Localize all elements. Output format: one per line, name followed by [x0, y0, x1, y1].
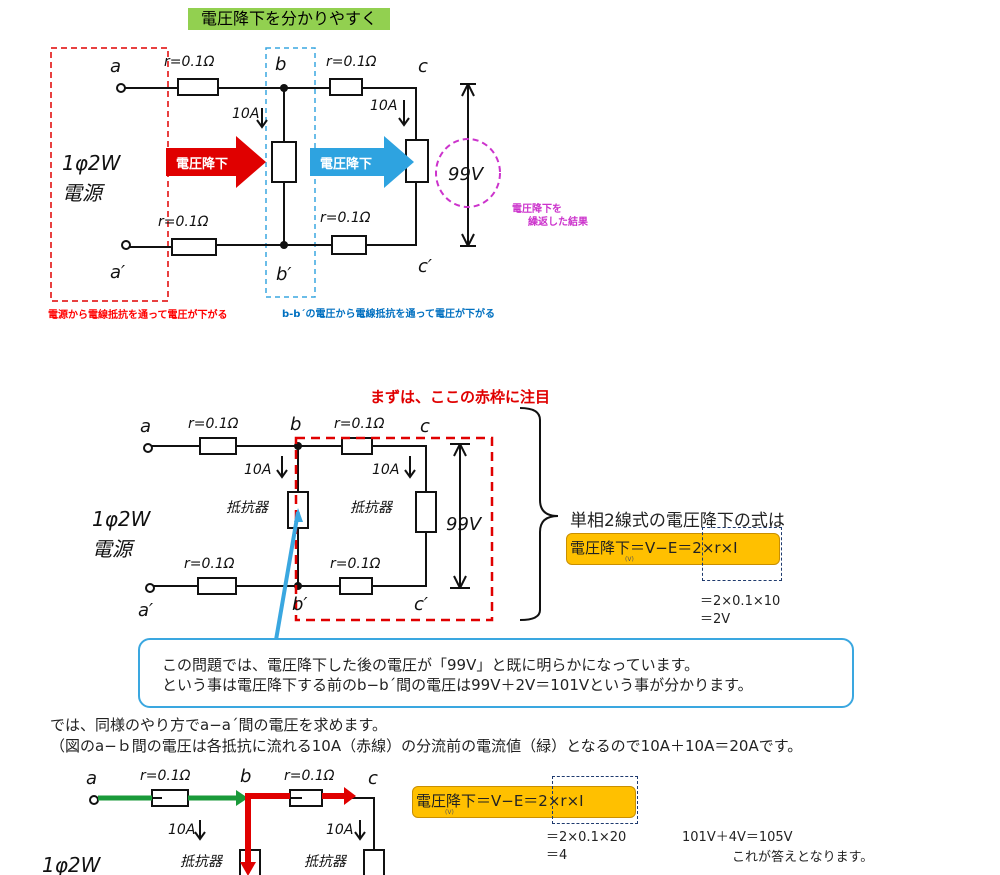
- d2-voltage: 99V: [446, 514, 483, 535]
- drop-arrow-blue: [310, 136, 414, 188]
- label-b2: b′: [276, 264, 292, 285]
- resistor-top-right: [329, 78, 363, 96]
- current-right: 10A: [370, 98, 397, 114]
- calc-2: ＝2V: [700, 612, 731, 627]
- d2-r-bot-left: r=0.1Ω: [184, 556, 235, 572]
- calc-4: ＝4: [546, 848, 568, 863]
- d3-current-right: 10A: [326, 822, 353, 838]
- d3-current-left: 10A: [168, 822, 195, 838]
- d3-source-1phase: 1φ2W: [42, 853, 102, 875]
- drop-arrow-red: [166, 136, 266, 188]
- resistor-bot-left: [171, 238, 217, 256]
- label-a2: a′: [110, 262, 125, 283]
- r-top-right: r=0.1Ω: [326, 54, 377, 70]
- d2-label-b2: b′: [292, 594, 308, 615]
- voltage-99v: 99V: [448, 164, 485, 185]
- load-middle: [271, 141, 297, 183]
- d2-load-right-label: 抵抗器: [350, 500, 394, 516]
- formula-highlight-1: [702, 527, 782, 581]
- red-current-line: [245, 793, 344, 864]
- formula-box-2: 電圧降下＝V−E＝2×r×I (V): [412, 786, 636, 818]
- pink-note-1: 電圧降下を: [512, 204, 562, 215]
- junction-b: [280, 84, 288, 92]
- d2-current-right: 10A: [372, 462, 399, 478]
- d3-load-right-label: 抵抗器: [304, 854, 348, 870]
- source-1phase: 1φ2W: [62, 151, 122, 175]
- d3-load-left-label: 抵抗器: [180, 854, 224, 870]
- r-bot-right: r=0.1Ω: [320, 210, 371, 226]
- label-c: c: [418, 56, 428, 77]
- formula-box-1: 電圧降下＝V−E＝2×r×I (V): [566, 533, 780, 565]
- answer-line: これが答えとなります。: [732, 850, 874, 865]
- d3-r-top-left: r=0.1Ω: [140, 768, 191, 784]
- terminal-a2: [121, 240, 131, 250]
- d2-r-top-left: r=0.1Ω: [188, 416, 239, 432]
- attention-heading: まずは、ここの赤枠に注目: [370, 388, 551, 406]
- formula-text-2: 電圧降下＝V−E＝2×r×I: [416, 792, 584, 810]
- d2-label-b: b: [290, 414, 301, 435]
- d2-r-top-right: r=0.1Ω: [334, 416, 385, 432]
- calc-3: ＝2×0.1×20: [546, 830, 627, 845]
- callout-line-1: この問題では、電圧降下した後の電圧が「99V」と既に明らかになっています。: [162, 656, 700, 674]
- formula-unit: (V): [625, 556, 634, 563]
- d2-source-1phase: 1φ2W: [92, 507, 152, 531]
- resistor-bot-right: [331, 235, 367, 255]
- d2-load-right: [415, 491, 437, 533]
- d3-label-c: c: [368, 768, 378, 789]
- blue-frame-note: b-b´の電圧から電線抵抗を通って電圧が下がる: [282, 309, 495, 320]
- d3-load-right: [363, 849, 385, 875]
- d2-resistor-top-left: [199, 437, 237, 455]
- pink-note-2: 繰返した結果: [528, 217, 588, 228]
- label-a: a: [110, 56, 121, 77]
- d2-label-c2: c′: [414, 594, 428, 615]
- formula-text: 電圧降下＝V−E＝2×r×I: [570, 539, 738, 557]
- diagram-2: [143, 407, 559, 621]
- formula-unit-2: (V): [445, 809, 454, 816]
- d3-label-b: b: [240, 766, 251, 787]
- d2-resistor-bot-left: [197, 577, 237, 595]
- drop-arrow-red-label: 電圧降下: [176, 156, 228, 172]
- d2-r-bot-right: r=0.1Ω: [330, 556, 381, 572]
- label-c2: c′: [418, 256, 432, 277]
- voltage-highlight: [435, 138, 501, 208]
- current-left: 10A: [232, 106, 259, 122]
- d2-source-label: 電源: [92, 537, 135, 561]
- d2-current-left: 10A: [244, 462, 271, 478]
- junction-b2: [280, 241, 288, 249]
- paragraph-line-2: （図のa−ｂ間の電圧は各抵抗に流れる10A（赤線）の分流前の電流値（緑）となるの…: [50, 737, 803, 755]
- drop-arrow-blue-label: 電圧降下: [320, 156, 372, 172]
- d2-label-a2: a′: [138, 600, 153, 621]
- formula-heading: 単相2線式の電圧降下の式は: [570, 511, 785, 531]
- source-label: 電源: [62, 181, 105, 205]
- formula-highlight-2: [552, 776, 638, 824]
- label-b: b: [275, 54, 286, 75]
- paragraph-line-1: では、同様のやり方でa−a´間の電圧を求めます。: [50, 716, 387, 734]
- terminal-a: [116, 83, 126, 93]
- d2-load-left-label: 抵抗器: [226, 500, 270, 516]
- calc-1: ＝2×0.1×10: [700, 594, 781, 609]
- d3-label-a: a: [86, 768, 97, 789]
- explanation-callout: この問題では、電圧降下した後の電圧が「99V」と既に明らかになっています。 とい…: [138, 638, 854, 708]
- callout-line-2: という事は電圧降下する前のb−b´間の電圧は99V＋2V＝101Vという事が分か…: [162, 676, 753, 694]
- page-title: 電圧降下を分かりやすく: [188, 8, 390, 30]
- d2-label-c: c: [420, 416, 430, 437]
- d3-r-top-right: r=0.1Ω: [284, 768, 335, 784]
- r-bot-left: r=0.1Ω: [158, 214, 209, 230]
- d2-label-a: a: [140, 416, 151, 437]
- d2-resistor-bot-right: [339, 577, 373, 595]
- r-top-left: r=0.1Ω: [164, 54, 215, 70]
- resistor-top-left: [177, 78, 219, 96]
- bb-frame-blue: [265, 47, 316, 298]
- d2-resistor-top-right: [341, 437, 373, 455]
- red-frame-note: 電源から電線抵抗を通って電圧が下がる: [48, 310, 228, 321]
- result-line: 101V＋4V＝105V: [682, 830, 793, 845]
- callout-pointer: [274, 511, 300, 641]
